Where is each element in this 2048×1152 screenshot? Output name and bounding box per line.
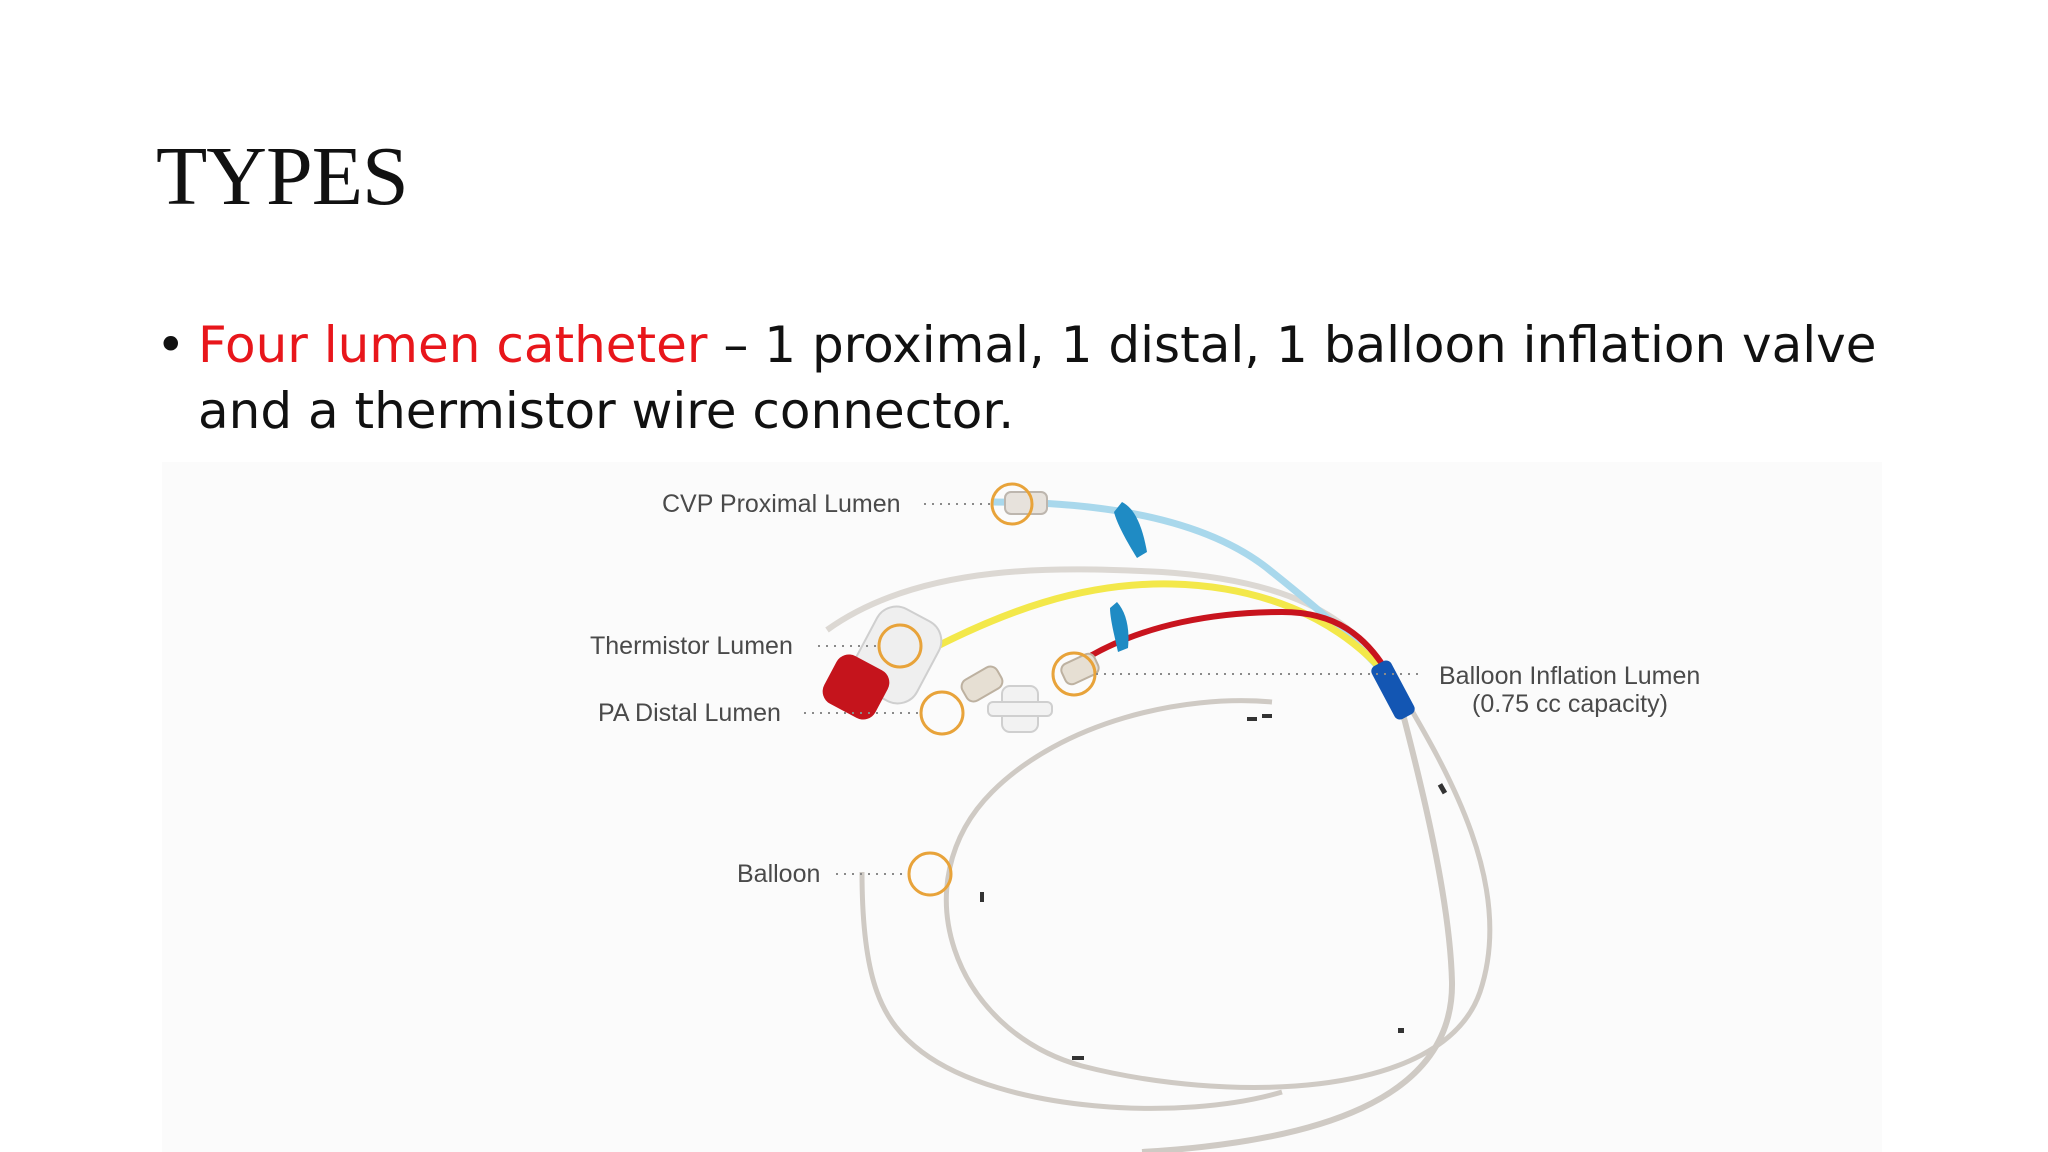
callout-ring-pa-distal (919, 690, 965, 736)
catheter-hub-sleeve (1371, 660, 1415, 720)
catheter-tail (859, 871, 1283, 1111)
callout-ring-balloon-inflation (1051, 651, 1097, 697)
depth-marks (980, 714, 1448, 1060)
label-cvp-proximal-lumen: CVP Proximal Lumen (662, 490, 901, 518)
figure-background (162, 462, 1882, 1152)
proximal-connector (1004, 491, 1048, 515)
label-pa-distal-lumen: PA Distal Lumen (598, 699, 781, 727)
callout-ring-cvp (990, 482, 1034, 526)
label-balloon: Balloon (737, 860, 820, 888)
callout-ring-thermistor (877, 623, 923, 669)
leader-lines (804, 503, 1420, 875)
slide-title: TYPES (156, 130, 409, 223)
bullet-text: Four lumen catheter – 1 proximal, 1 dist… (198, 312, 1916, 444)
distal-line (920, 580, 1397, 687)
label-balloon-inflation-lumen: Balloon Inflation Lumen (1439, 662, 1700, 690)
label-balloon-capacity: (0.75 cc capacity) (1472, 690, 1668, 718)
label-thermistor-lumen: Thermistor Lumen (590, 632, 793, 660)
balloon-inflation-line (1075, 608, 1397, 686)
catheter-loop (943, 678, 1493, 1090)
catheter-diagram-svg: CVP Proximal Lumen Thermistor Lumen PA D… (162, 462, 1882, 1152)
catheter-diagram: CVP Proximal Lumen Thermistor Lumen PA D… (162, 462, 1882, 1152)
catheter-body (1141, 679, 1456, 1152)
thermistor-cap (822, 654, 890, 720)
bullet-dot-icon: • (156, 316, 186, 374)
bullet-highlight: Four lumen catheter (198, 316, 708, 374)
callout-ring-balloon (907, 851, 953, 897)
proximal-clamp-icon (1114, 502, 1147, 558)
stopcock-valve (987, 685, 1053, 733)
distal-connector (960, 665, 1004, 703)
callout-rings (877, 482, 1097, 897)
distal-clamp-icon (1110, 602, 1129, 652)
bullet-item: • Four lumen catheter – 1 proximal, 1 di… (156, 312, 1916, 444)
bullet-rest: – 1 proximal, 1 distal, 1 balloon inflat… (198, 316, 1877, 440)
